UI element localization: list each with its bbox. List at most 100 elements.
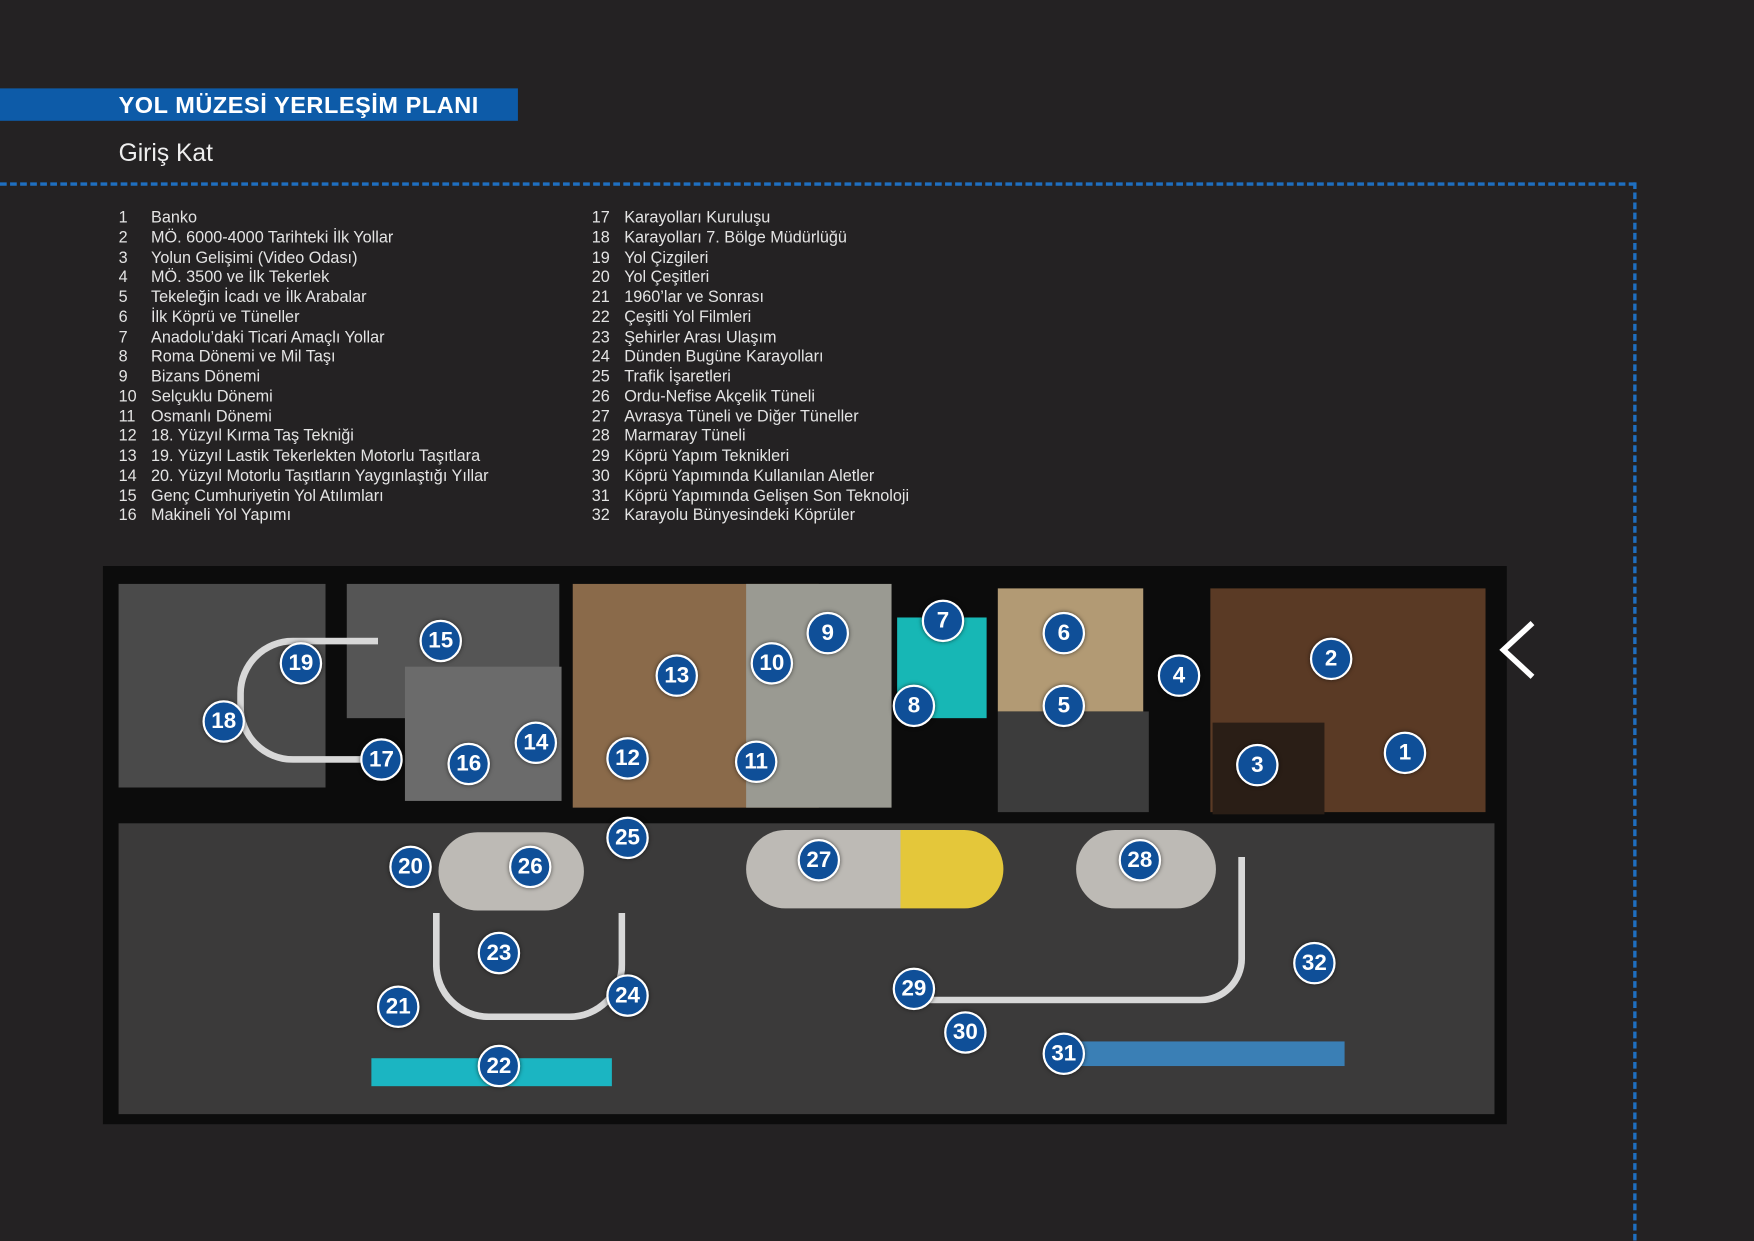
exhibit-marker-26[interactable]: 26	[508, 845, 552, 889]
legend-item: 26 Ordu-Nefise Akçelik Tüneli	[592, 388, 909, 408]
exhibit-marker-4[interactable]: 4	[1157, 654, 1201, 697]
legend-number: 11	[118, 407, 136, 426]
exhibit-marker-23[interactable]: 23	[477, 931, 521, 975]
legend-number: 32	[591, 507, 610, 525]
legend-number: 26	[591, 387, 610, 406]
exhibit-marker-14[interactable]: 14	[514, 721, 558, 765]
legend-number: 12	[118, 427, 137, 446]
legend-number: 30	[591, 467, 610, 486]
legend-item: 27 Avrasya Tüneli ve Diğer Tüneller	[592, 408, 909, 428]
exhibit-marker-7[interactable]: 7	[921, 599, 965, 643]
legend-number: 6	[118, 308, 128, 327]
legend-number: 4	[118, 268, 128, 287]
legend-label: Osmanlı Dönemi	[151, 407, 272, 426]
legend-number: 27	[591, 407, 610, 426]
exhibit-marker-21[interactable]: 21	[376, 985, 420, 1029]
legend-label: Köprü Yapımında Gelişen Son Teknoloji	[624, 487, 910, 506]
exhibit-marker-31[interactable]: 31	[1042, 1032, 1086, 1075]
exhibit-marker-29[interactable]: 29	[892, 967, 936, 1011]
dashed-border-right	[1633, 182, 1637, 1241]
back-arrow-icon[interactable]	[1497, 619, 1542, 682]
legend-label: Yol Çeşitleri	[624, 268, 710, 287]
exhibit-marker-3[interactable]: 3	[1236, 743, 1279, 787]
legend-label: İlk Köprü ve Tüneller	[151, 308, 300, 327]
exhibit-marker-22[interactable]: 22	[477, 1044, 521, 1088]
legend-number: 21	[591, 288, 610, 307]
legend-label: MÖ. 6000-4000 Tarihteki İlk Yollar	[151, 229, 394, 247]
exhibit-marker-18[interactable]: 18	[202, 700, 245, 743]
legend-label: 19. Yüzyıl Lastik Tekerlekten Motorlu Ta…	[151, 447, 481, 466]
room-5	[997, 711, 1149, 813]
exhibit-marker-10[interactable]: 10	[750, 642, 794, 685]
legend-label: Trafik İşaretleri	[624, 368, 731, 386]
exhibit-marker-2[interactable]: 2	[1309, 637, 1353, 681]
legend-number: 14	[118, 467, 137, 486]
legend-label: Ordu-Nefise Akçelik Tüneli	[624, 387, 816, 406]
floor-subtitle: Giriş Kat	[118, 138, 213, 167]
exhibit-marker-5[interactable]: 5	[1042, 684, 1086, 728]
legend-label: 1960’lar ve Sonrası	[624, 288, 764, 307]
legend-number: 20	[591, 268, 610, 287]
legend-label: Selçuklu Dönemi	[151, 387, 273, 406]
exhibit-marker-17[interactable]: 17	[360, 738, 403, 781]
exhibit-marker-1[interactable]: 1	[1383, 731, 1427, 775]
legend-number: 25	[591, 368, 610, 386]
legend-label: Anadolu’daki Ticari Amaçlı Yollar	[151, 328, 385, 347]
tunnel-27	[746, 830, 1004, 909]
road-line-path-lower	[432, 912, 626, 1021]
legend-label: Avrasya Tüneli ve Diğer Tüneller	[624, 407, 859, 426]
legend-item: 11 Osmanlı Dönemi	[119, 408, 489, 428]
legend-number: 9	[118, 368, 128, 386]
legend-item: 6 İlk Köprü ve Tüneller	[119, 308, 489, 328]
legend-label: Çeşitli Yol Filmleri	[624, 308, 752, 327]
legend-number: 28	[591, 427, 610, 446]
legend-number: 29	[591, 447, 610, 466]
exhibit-marker-24[interactable]: 24	[606, 974, 649, 1017]
legend-number: 19	[591, 248, 610, 267]
legend-label: Roma Dönemi ve Mil Taşı	[151, 348, 336, 367]
legend-number: 10	[118, 387, 137, 406]
exhibit-marker-6[interactable]: 6	[1042, 611, 1086, 655]
exhibit-marker-30[interactable]: 30	[944, 1011, 987, 1054]
exhibit-marker-9[interactable]: 9	[806, 611, 850, 655]
legend-label: Banko	[151, 209, 198, 228]
exhibit-marker-16[interactable]: 16	[447, 742, 490, 786]
legend-number: 15	[118, 487, 137, 506]
legend-number: 8	[118, 348, 128, 367]
exhibit-marker-32[interactable]: 32	[1293, 941, 1336, 985]
exhibit-marker-8[interactable]: 8	[892, 684, 936, 728]
legend-label: Köprü Yapımında Kullanılan Aletler	[624, 467, 875, 486]
page-title: YOL MÜZESİ YERLEŞİM PLANI	[118, 92, 479, 119]
exhibit-marker-28[interactable]: 28	[1118, 838, 1162, 882]
exhibit-marker-19[interactable]: 19	[279, 642, 323, 685]
exhibit-marker-11[interactable]: 11	[734, 740, 778, 784]
legend-label: Makineli Yol Yapımı	[151, 507, 292, 525]
exhibit-marker-15[interactable]: 15	[419, 619, 462, 663]
exhibit-marker-20[interactable]: 20	[389, 845, 432, 889]
exhibit-marker-25[interactable]: 25	[606, 816, 649, 860]
exhibit-marker-27[interactable]: 27	[797, 838, 841, 882]
exhibit-marker-13[interactable]: 13	[655, 654, 699, 697]
exhibit-marker-12[interactable]: 12	[606, 737, 649, 780]
legend-item: 8 Roma Dönemi ve Mil Taşı	[119, 348, 489, 368]
bridge-path	[913, 856, 1246, 1004]
